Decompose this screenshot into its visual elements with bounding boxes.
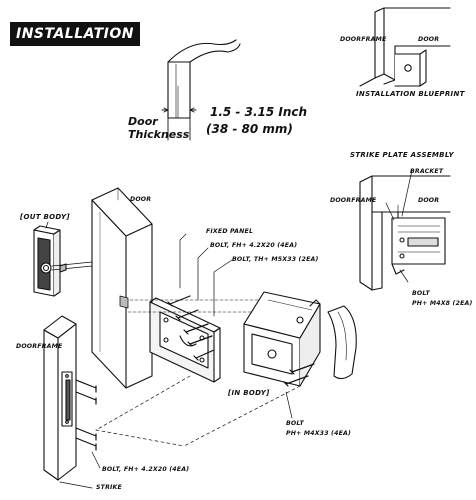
banner-title: INSTALLATION: [15, 26, 135, 42]
strike-plate-bolt-label: BOLT: [412, 290, 430, 297]
in-body-device: [243, 291, 321, 387]
fixed-panel-bolts: [167, 295, 215, 361]
leader-lines: [45, 221, 293, 489]
blueprint-title: INSTALLATION BLUEPRINT: [356, 90, 465, 98]
in-body-label: [IN BODY]: [228, 389, 270, 397]
doorframe-label: DOORFRAME: [16, 343, 63, 350]
in-body-bolt-label: BOLT: [286, 420, 304, 427]
strike-label: STRIKE: [96, 484, 122, 491]
blueprint-frame: [359, 7, 451, 87]
handle-cover: [327, 305, 357, 380]
fixed-panel: [149, 297, 221, 383]
thickness-range-mm: (38 - 80 mm): [206, 122, 293, 136]
strike-bolt-label: BOLT, FH+ 4.2X20 (4EA): [102, 466, 190, 473]
strike-bolts: [75, 379, 97, 451]
thickness-range-inch: 1.5 - 3.15 Inch: [210, 105, 308, 119]
in-body-bolt-spec: PH+ M4X33 (4EA): [286, 430, 352, 437]
in-body-bolts: [283, 363, 315, 387]
doorframe-strike: [43, 315, 77, 481]
thickness-arrows: [161, 95, 197, 141]
strike-plate-door-label: DOOR: [418, 197, 440, 204]
strike-plate-leaders: [385, 169, 413, 283]
strike-plate-doorframe-label: DOORFRAME: [330, 197, 377, 204]
assembly-guide: [95, 375, 301, 447]
strike-plate-bolt-spec: PH+ M4X8 (2EA): [412, 300, 473, 307]
strike-plate-title: STRIKE PLATE ASSEMBLY: [350, 151, 454, 159]
strike-plate-bracket-label: BRACKET: [410, 168, 444, 175]
blueprint-doorframe-label: DOORFRAME: [340, 36, 387, 43]
fixed-panel-label: FIXED PANEL: [206, 228, 254, 235]
bolt-th-label: BOLT, TH+ M5X33 (2EA): [232, 256, 319, 263]
bolt-fh-label: BOLT, FH+ 4.2X20 (4EA): [210, 242, 298, 249]
main-door-slab: [91, 187, 153, 389]
main-door-label: DOOR: [130, 196, 152, 203]
strike-plate-frame: [359, 175, 451, 291]
out-body-label: [OUT BODY]: [20, 213, 70, 221]
thickness-label: Thickness: [128, 128, 190, 141]
out-body-device: [33, 225, 93, 297]
installation-banner: INSTALLATION: [10, 22, 140, 46]
door-label: Door: [128, 115, 158, 128]
blueprint-door-label: DOOR: [418, 36, 440, 43]
